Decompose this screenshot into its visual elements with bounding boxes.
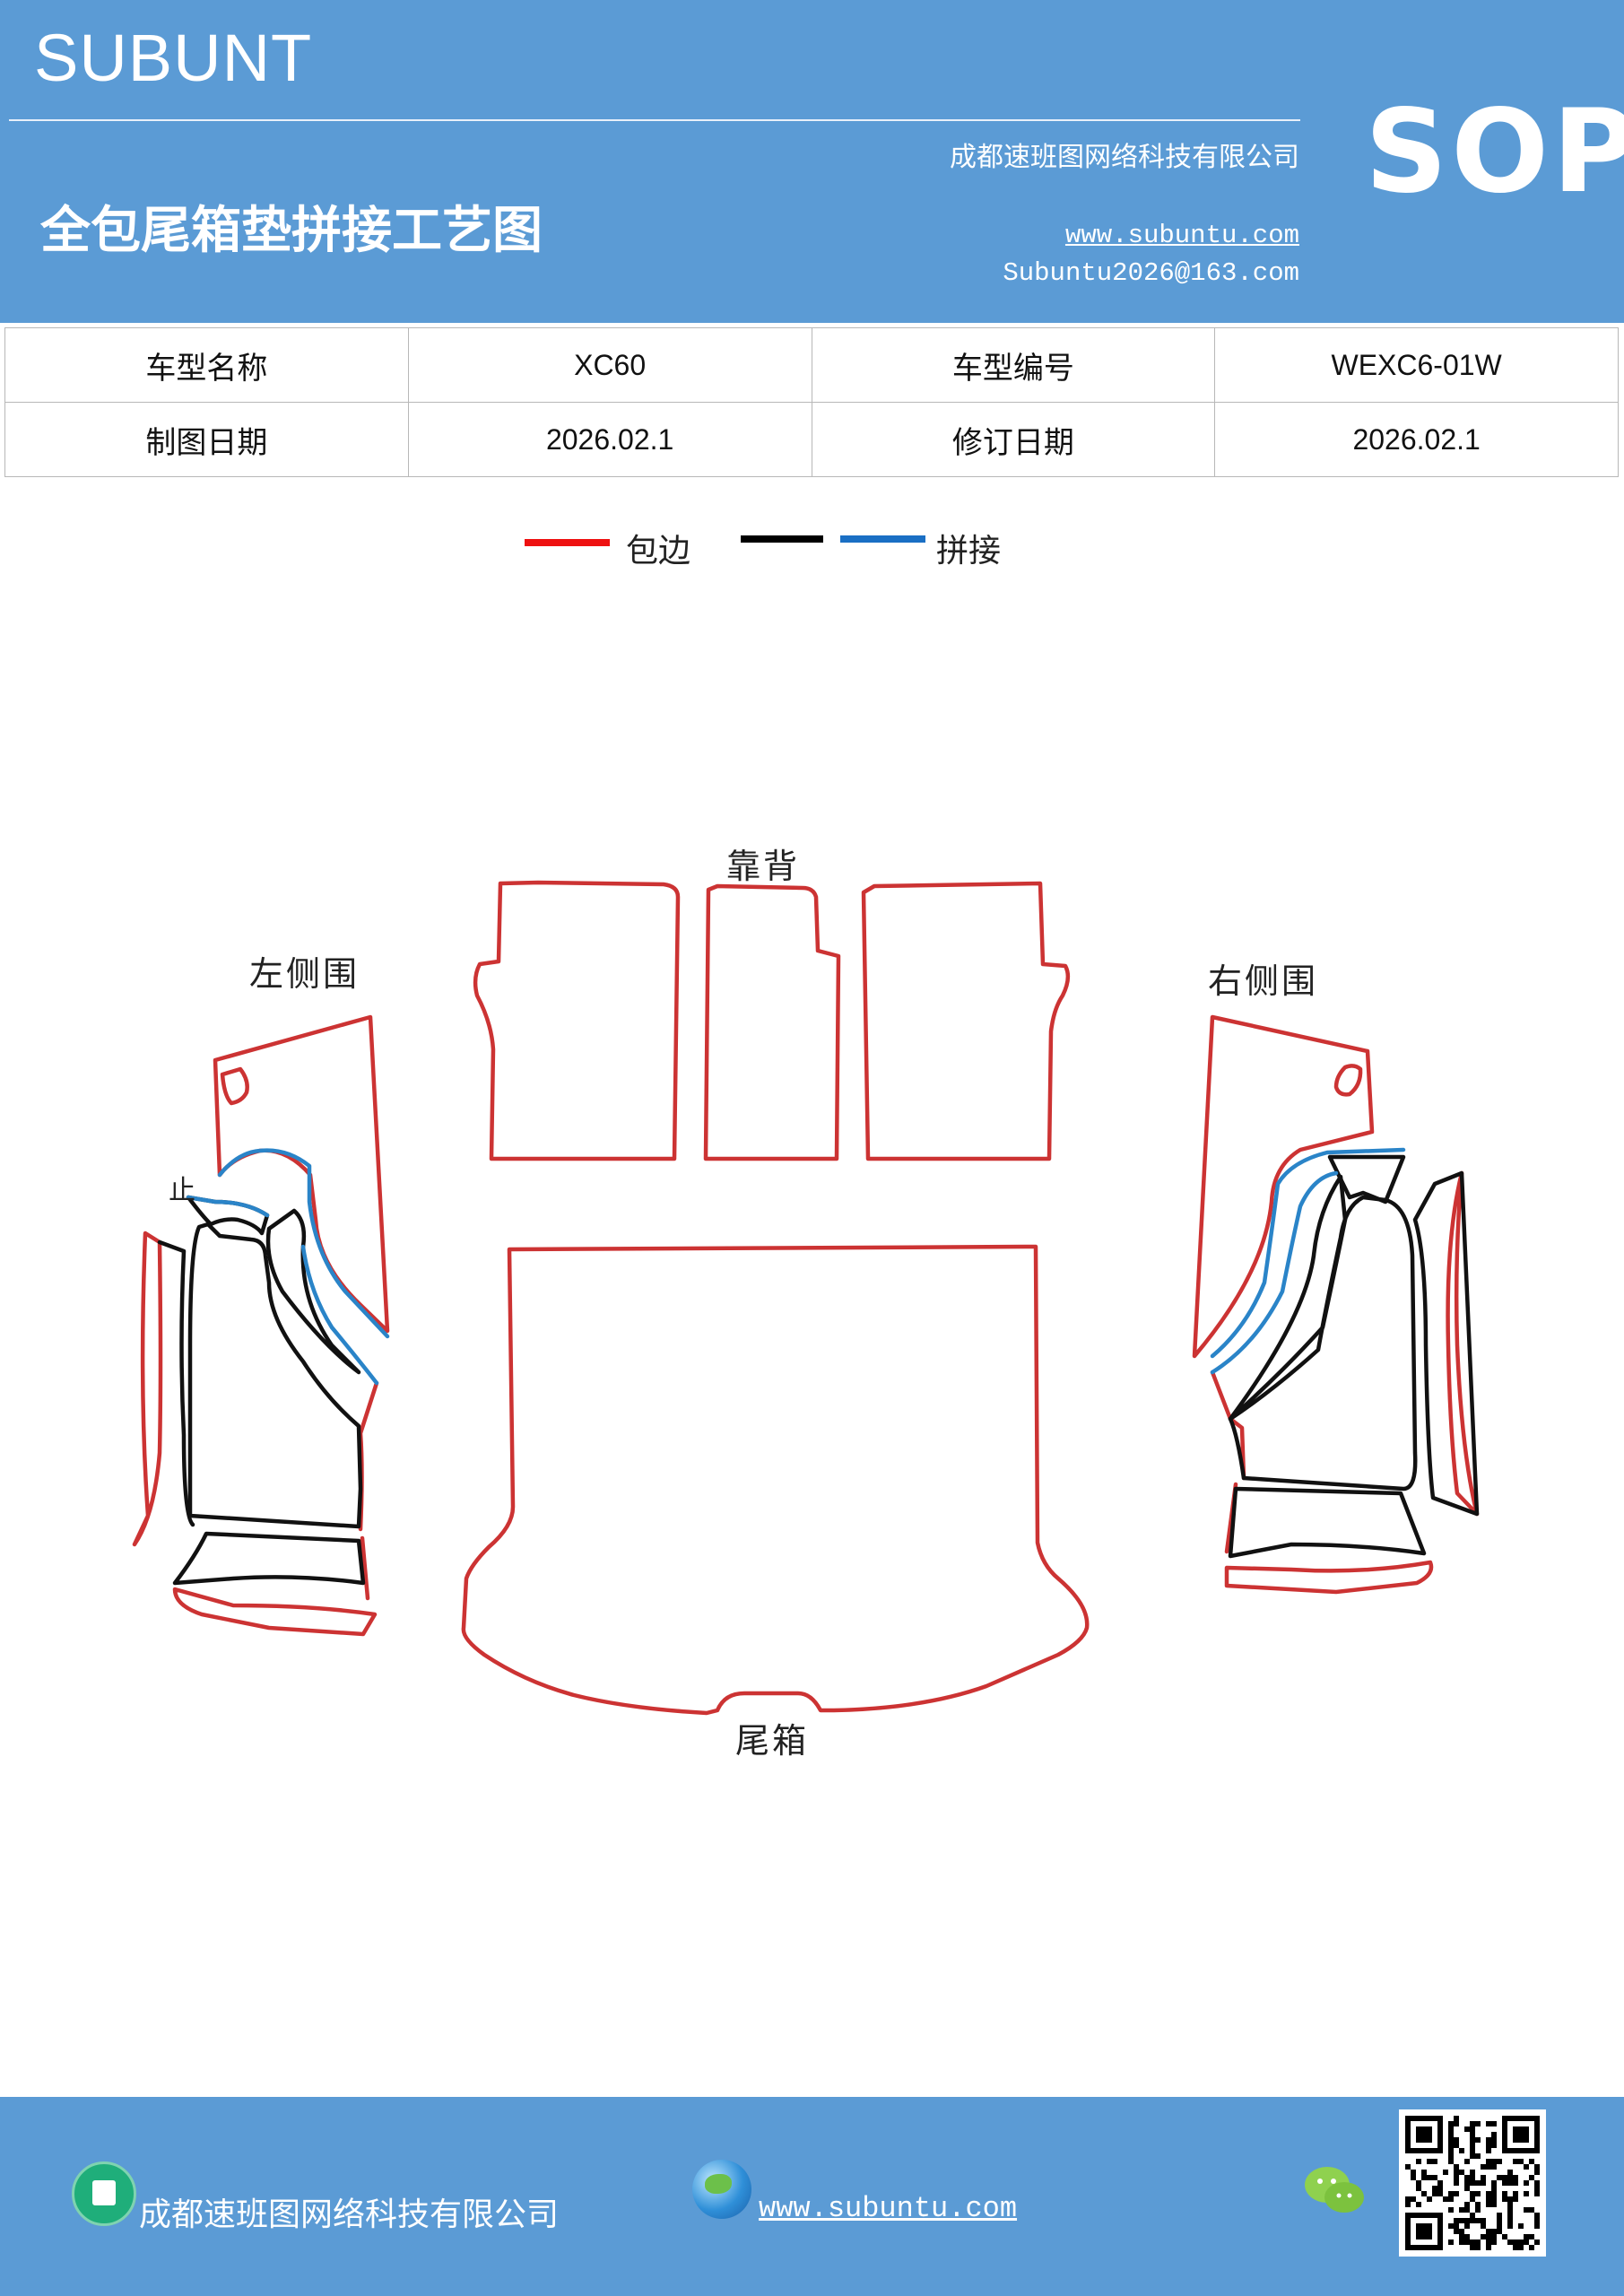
draw-date-value: 2026.02.1 — [407, 402, 812, 477]
wechat-icon — [1305, 2167, 1364, 2213]
revision-date-value: 2026.02.1 — [1214, 402, 1619, 477]
left-lower-strap — [172, 1531, 366, 1586]
edge-outlines — [132, 880, 1480, 1716]
right-side-upper-panel — [1192, 1014, 1375, 1359]
legend-swatch-seam — [840, 535, 925, 543]
sop-badge: SOP — [1365, 85, 1624, 219]
footer-company: 成都速班图网络科技有限公司 — [139, 2196, 560, 2233]
header-company: 成都速班图网络科技有限公司 — [950, 142, 1299, 173]
legend: 包边 拼接 — [0, 525, 1624, 578]
document-title: 全包尾箱垫拼接工艺图 — [40, 201, 543, 260]
right-strap — [1228, 1174, 1348, 1422]
left-inner-strip — [157, 1239, 195, 1527]
label-stop: 止 — [169, 1175, 198, 1206]
trunk-floor-panel — [461, 1244, 1090, 1716]
table-row: 车型名称 XC60 车型编号 WEXC6-01W — [4, 327, 1619, 403]
revision-date-label: 修订日期 — [811, 402, 1216, 477]
header-website-link[interactable]: www.subuntu.com — [1064, 221, 1299, 250]
label-right-side: 右侧围 — [1208, 961, 1319, 1001]
right-side-bottom-edge — [1224, 1560, 1434, 1595]
header-banner — [0, 0, 1624, 323]
label-trunk: 尾箱 — [735, 1721, 810, 1761]
left-seam-upper — [217, 1148, 390, 1339]
left-side-upper-panel — [213, 1014, 390, 1334]
left-side-upper-right-edge — [360, 1535, 370, 1601]
legend-swatch-edge — [525, 539, 610, 546]
black-outlines — [157, 1154, 1480, 1586]
right-seam-lower — [1210, 1170, 1339, 1375]
right-floor-outline — [1228, 1195, 1418, 1492]
left-side-lower-right-edge — [358, 1380, 379, 1532]
model-code-label: 车型编号 — [811, 327, 1216, 403]
header-divider — [9, 119, 1300, 121]
header-email: Subuntu2026@163.com — [1003, 258, 1299, 288]
left-side-bottom-edge — [172, 1587, 378, 1637]
left-strap — [265, 1208, 361, 1375]
legend-swatch-black — [741, 535, 823, 543]
backrest-middle-panel — [703, 883, 841, 1161]
label-backrest: 靠背 — [726, 847, 801, 886]
left-seam-tab — [186, 1195, 270, 1218]
building-icon — [72, 2161, 136, 2226]
right-top-tab — [1327, 1154, 1406, 1205]
model-code-value: WEXC6-01W — [1214, 327, 1619, 403]
right-seam-upper — [1210, 1147, 1406, 1359]
left-seam-lower — [300, 1244, 379, 1386]
left-side-left-edge — [132, 1231, 163, 1547]
left-floor-outline — [187, 1222, 363, 1529]
globe-icon — [692, 2160, 751, 2219]
right-side-lower-left-edge — [1210, 1370, 1246, 1481]
vehicle-info-table: 车型名称 XC60 车型编号 WEXC6-01W 制图日期 2026.02.1 … — [4, 327, 1619, 477]
left-side-handle — [220, 1066, 249, 1106]
footer-website-link[interactable]: www.subuntu.com — [759, 2192, 1018, 2225]
right-side-handle — [1333, 1064, 1363, 1097]
right-inner-strip — [1412, 1170, 1480, 1517]
legend-label-seam: 拼接 — [936, 533, 1002, 570]
right-lower-strap — [1228, 1486, 1427, 1559]
backrest-right-panel — [861, 881, 1071, 1161]
model-name-label: 车型名称 — [4, 327, 409, 403]
draw-date-label: 制图日期 — [4, 402, 409, 477]
label-left-side: 左侧围 — [249, 954, 360, 994]
legend-label-edge: 包边 — [626, 533, 691, 570]
seam-lines — [186, 1147, 1406, 1386]
table-row: 制图日期 2026.02.1 修订日期 2026.02.1 — [4, 402, 1619, 477]
backrest-left-panel — [473, 880, 681, 1161]
brand-name: SUBUNT — [34, 21, 313, 95]
model-name-value: XC60 — [407, 327, 812, 403]
qr-code[interactable] — [1399, 2109, 1546, 2257]
